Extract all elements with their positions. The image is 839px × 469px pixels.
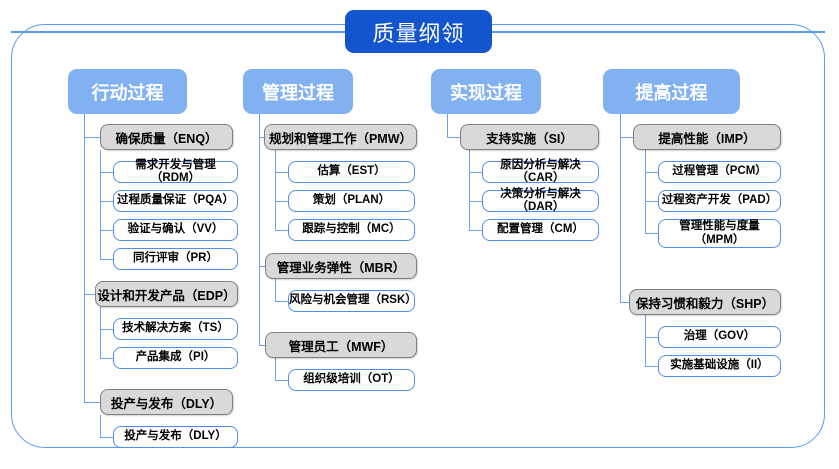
parent-node-0-1[interactable]: 设计和开发产品（EDP） (95, 281, 238, 307)
child-node-3-0-2[interactable]: 管理性能与度量 （MPM） (658, 219, 781, 248)
leaf-branch-3-0-0 (645, 172, 659, 174)
leaf-branch-1-1-0 (275, 301, 289, 303)
root-spine-right (492, 31, 825, 33)
column-spine-2 (447, 114, 449, 137)
parent-node-3-0[interactable]: 提高性能（IMP） (633, 124, 781, 150)
leaf-branch-1-0-1 (275, 201, 289, 203)
child-spine-3-0 (645, 150, 647, 233)
leaf-branch-1-0-2 (275, 230, 289, 232)
child-node-0-2-0[interactable]: 投产与发布（DLY） (113, 426, 238, 448)
child-node-1-2-0[interactable]: 组织级培训（OT） (288, 369, 415, 391)
child-node-1-0-0[interactable]: 估算（EST） (288, 161, 415, 183)
leaf-branch-3-0-2 (645, 233, 659, 235)
child-spine-2-0 (469, 150, 471, 230)
branch-1-1 (259, 266, 266, 268)
child-spine-1-2 (275, 358, 277, 380)
leaf-branch-3-1-1 (645, 366, 659, 368)
root-spine-left (11, 31, 345, 33)
child-node-3-1-1[interactable]: 实施基础设施（II） (658, 355, 781, 377)
leaf-branch-1-0-0 (275, 172, 289, 174)
child-node-3-0-1[interactable]: 过程资产开发（PAD） (658, 190, 781, 212)
column-spine-0 (84, 114, 86, 402)
child-node-2-0-0[interactable]: 原因分析与解决（CAR） (482, 159, 599, 184)
leaf-branch-0-1-0 (100, 329, 114, 331)
child-node-1-1-0[interactable]: 风险与机会管理（RSK） (288, 290, 417, 312)
leaf-branch-2-0-0 (469, 172, 483, 174)
child-node-3-0-0[interactable]: 过程管理（PCM） (658, 161, 781, 183)
child-node-0-1-0[interactable]: 技术解决方案（TS） (113, 318, 238, 340)
child-spine-3-1 (645, 315, 647, 366)
child-spine-0-1 (100, 307, 102, 358)
child-spine-1-0 (275, 150, 277, 230)
leaf-branch-3-0-1 (645, 201, 659, 203)
child-node-2-0-1[interactable]: 决策分析与解决（DAR） (482, 188, 599, 213)
branch-3-0 (620, 137, 634, 139)
branch-0-0 (84, 137, 101, 139)
child-node-0-0-2[interactable]: 验证与确认（VV） (113, 219, 238, 241)
leaf-branch-3-1-0 (645, 337, 659, 339)
child-node-1-0-1[interactable]: 策划（PLAN） (288, 190, 415, 212)
column-header-2[interactable]: 实现过程 (431, 69, 541, 114)
leaf-branch-0-2-0 (100, 437, 114, 439)
child-node-2-0-2[interactable]: 配置管理（CM） (482, 219, 599, 241)
leaf-branch-2-0-2 (469, 230, 483, 232)
column-spine-3 (620, 114, 622, 302)
child-spine-0-0 (100, 150, 102, 259)
branch-1-2 (259, 345, 266, 347)
branch-0-1 (84, 294, 96, 296)
child-spine-1-1 (275, 279, 277, 301)
leaf-branch-1-2-0 (275, 380, 289, 382)
branch-2-0 (447, 137, 461, 139)
leaf-branch-0-1-1 (100, 358, 114, 360)
child-node-0-0-1[interactable]: 过程质量保证（PQA） (113, 190, 238, 212)
leaf-branch-0-0-0 (100, 172, 114, 174)
branch-0-2 (84, 402, 101, 404)
child-node-3-1-0[interactable]: 治理（GOV） (658, 326, 781, 348)
leaf-branch-0-0-1 (100, 201, 114, 203)
parent-node-0-2[interactable]: 投产与发布（DLY） (100, 389, 233, 415)
child-spine-0-2 (100, 415, 102, 437)
leaf-branch-0-0-3 (100, 259, 114, 261)
parent-node-1-0[interactable]: 规划和管理工作（PMW） (264, 124, 417, 150)
parent-node-3-1[interactable]: 保持习惯和毅力（SHP） (629, 289, 781, 315)
parent-node-1-1[interactable]: 管理业务弹性（MBR） (265, 253, 417, 279)
leaf-branch-2-0-1 (469, 201, 483, 203)
parent-node-0-0[interactable]: 确保质量（ENQ） (100, 124, 233, 150)
child-node-0-1-1[interactable]: 产品集成（PI） (113, 347, 238, 369)
branch-1-0 (259, 137, 265, 139)
child-node-0-0-0[interactable]: 需求开发与管理（RDM） (113, 159, 238, 184)
column-header-1[interactable]: 管理过程 (243, 69, 353, 114)
branch-3-1 (620, 302, 630, 304)
column-header-3[interactable]: 提高过程 (603, 69, 740, 114)
parent-node-1-2[interactable]: 管理员工（MWF） (265, 332, 417, 358)
child-node-1-0-2[interactable]: 跟踪与控制（MC） (288, 219, 415, 241)
root-title: 质量纲领 (345, 10, 492, 53)
column-spine-1 (259, 114, 261, 345)
leaf-branch-0-0-2 (100, 230, 114, 232)
parent-node-2-0[interactable]: 支持实施（SI） (460, 124, 599, 150)
child-node-0-0-3[interactable]: 同行评审（PR） (113, 248, 238, 270)
column-header-0[interactable]: 行动过程 (68, 69, 187, 114)
